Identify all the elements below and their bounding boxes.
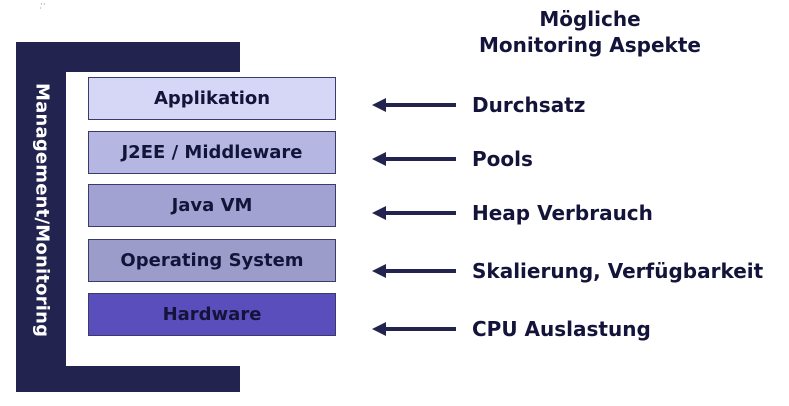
- aspect-durchsatz: Durchsatz: [472, 93, 586, 117]
- layer-middleware: J2EE / Middleware: [88, 131, 336, 174]
- aspect-heap-verbrauch: Heap Verbrauch: [472, 201, 653, 225]
- aspect-pools: Pools: [472, 147, 533, 171]
- aspect-skalierung: Skalierung, Verfügbarkeit: [472, 259, 764, 283]
- management-frame-bottom: [16, 366, 240, 392]
- layer-java-vm: Java VM: [88, 184, 336, 227]
- management-monitoring-text: Management/Monitoring: [31, 82, 53, 338]
- management-frame-left: [16, 42, 66, 392]
- aspects-heading-line1: Mögliche: [539, 7, 641, 31]
- layer-applikation: Applikation: [88, 77, 336, 120]
- aspect-cpu-auslastung: CPU Auslastung: [472, 317, 651, 341]
- arrow-left-icon: [372, 152, 456, 166]
- layer-hardware: Hardware: [88, 293, 336, 336]
- aspects-heading: Mögliche Monitoring Aspekte: [440, 6, 740, 58]
- layer-operating-system: Operating System: [88, 239, 336, 282]
- corner-mark: ·̣·: [40, 0, 46, 10]
- arrow-left-icon: [372, 206, 456, 220]
- management-frame-top: [16, 42, 240, 72]
- arrow-left-icon: [372, 98, 456, 112]
- arrow-left-icon: [372, 322, 456, 336]
- arrow-left-icon: [372, 264, 456, 278]
- management-monitoring-label: Management/Monitoring: [24, 55, 60, 365]
- aspects-heading-line2: Monitoring Aspekte: [479, 33, 701, 57]
